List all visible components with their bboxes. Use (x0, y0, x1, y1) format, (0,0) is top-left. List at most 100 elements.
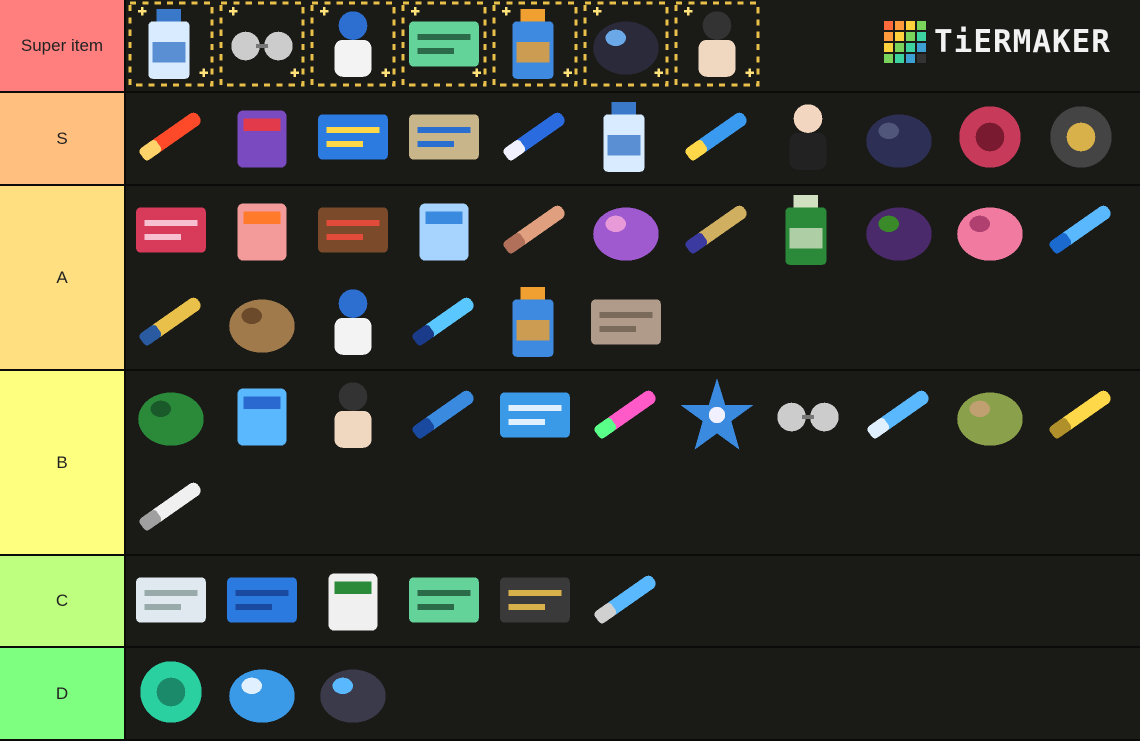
cutting-board-icon (583, 279, 669, 370)
tier-item[interactable] (217, 372, 307, 462)
water-drop-icon (219, 649, 305, 740)
boy-icon (765, 94, 851, 185)
tier-item[interactable] (490, 372, 580, 462)
tier-item[interactable] (399, 557, 489, 647)
gold-key-icon (1038, 372, 1124, 463)
tier-item[interactable] (490, 279, 580, 369)
tier-item[interactable] (126, 94, 216, 184)
crossed-sabers-icon (583, 372, 669, 463)
tier-item[interactable] (763, 187, 853, 277)
tier-item[interactable] (672, 1, 762, 91)
tier-item[interactable] (672, 372, 762, 462)
tier-item[interactable] (308, 649, 398, 739)
tier-item[interactable] (308, 557, 398, 647)
tier-items (124, 0, 1140, 91)
comet-icon (674, 94, 760, 185)
tiermaker-logo-text: TiERMAKER (934, 24, 1111, 60)
tier-label[interactable]: Super item (0, 0, 124, 91)
monkey-icon (947, 372, 1033, 463)
headphones-icon (1038, 94, 1124, 185)
tier-item[interactable] (308, 372, 398, 462)
tier-item[interactable] (581, 94, 671, 184)
tier-item[interactable] (308, 279, 398, 369)
tier-item[interactable] (490, 94, 580, 184)
tray-icon (310, 187, 396, 278)
tier-item[interactable] (1036, 94, 1126, 184)
logo-grid-cell (884, 32, 893, 41)
tier-item[interactable] (945, 372, 1035, 462)
tier-item[interactable] (581, 187, 671, 277)
ice-sword-icon (1038, 187, 1124, 278)
grapes-icon (856, 187, 942, 278)
tier-item[interactable] (672, 187, 762, 277)
logo-grid-cell (884, 54, 893, 63)
tier-label[interactable]: S (0, 93, 124, 184)
tier-item[interactable] (399, 94, 489, 184)
tier-item[interactable] (126, 279, 216, 369)
video-box-icon (492, 372, 578, 463)
tier-label[interactable]: D (0, 648, 124, 739)
tier-item[interactable] (126, 1, 216, 91)
tier-item[interactable] (399, 279, 489, 369)
fire-cup-icon (219, 187, 305, 278)
tier-item[interactable] (854, 187, 944, 277)
logo-grid-cell (906, 54, 915, 63)
tier-item[interactable] (763, 372, 853, 462)
tier-item[interactable] (763, 94, 853, 184)
glove-icon (310, 649, 396, 740)
tier-row: C (0, 556, 1140, 648)
tier-item[interactable] (308, 187, 398, 277)
tier-item[interactable] (854, 372, 944, 462)
tier-item[interactable] (126, 187, 216, 277)
tier-item[interactable] (217, 1, 307, 91)
tier-item[interactable] (490, 187, 580, 277)
tier-label[interactable]: C (0, 556, 124, 646)
tier-item[interactable] (308, 1, 398, 91)
logo-grid-cell (895, 21, 904, 30)
tier-item[interactable] (945, 94, 1035, 184)
logo-grid-cell (917, 43, 926, 52)
tier-item[interactable] (217, 649, 307, 739)
logo-grid-cell (895, 32, 904, 41)
tier-label[interactable]: B (0, 371, 124, 554)
logo-grid-cell (917, 54, 926, 63)
tier-item[interactable] (1036, 372, 1126, 462)
tier-item[interactable] (126, 557, 216, 647)
tier-item[interactable] (581, 279, 671, 369)
tier-item[interactable] (126, 464, 216, 554)
tier-item[interactable] (490, 557, 580, 647)
book-star-icon (310, 94, 396, 185)
tier-item[interactable] (672, 94, 762, 184)
ring-icon (128, 649, 214, 740)
tier-item[interactable] (217, 279, 307, 369)
tier-row: A (0, 186, 1140, 371)
tier-item[interactable] (217, 94, 307, 184)
tier-item[interactable] (126, 372, 216, 462)
blue-note-icon (219, 557, 305, 648)
logo-grid-cell (884, 43, 893, 52)
tier-items (124, 93, 1140, 184)
logo-grid-cell (895, 43, 904, 52)
tier-item[interactable] (854, 94, 944, 184)
feather-icon (128, 464, 214, 555)
tier-item[interactable] (308, 94, 398, 184)
tier-item[interactable] (581, 557, 671, 647)
tier-item[interactable] (217, 557, 307, 647)
tier-item[interactable] (399, 187, 489, 277)
water-bottle-icon (492, 1, 578, 92)
tiermaker-logo-grid-icon (884, 21, 926, 63)
syringe-icon (583, 557, 669, 648)
tier-item[interactable] (399, 372, 489, 462)
tier-item[interactable] (490, 1, 580, 91)
tier-item[interactable] (581, 372, 671, 462)
tier-row: D (0, 648, 1140, 741)
tier-item[interactable] (581, 1, 671, 91)
tier-label[interactable]: A (0, 186, 124, 369)
tier-item[interactable] (126, 649, 216, 739)
logo-grid-cell (917, 21, 926, 30)
tier-item[interactable] (945, 187, 1035, 277)
tier-item[interactable] (1036, 187, 1126, 277)
tier-item[interactable] (399, 1, 489, 91)
green-bottle-icon (765, 187, 851, 278)
tier-item[interactable] (217, 187, 307, 277)
